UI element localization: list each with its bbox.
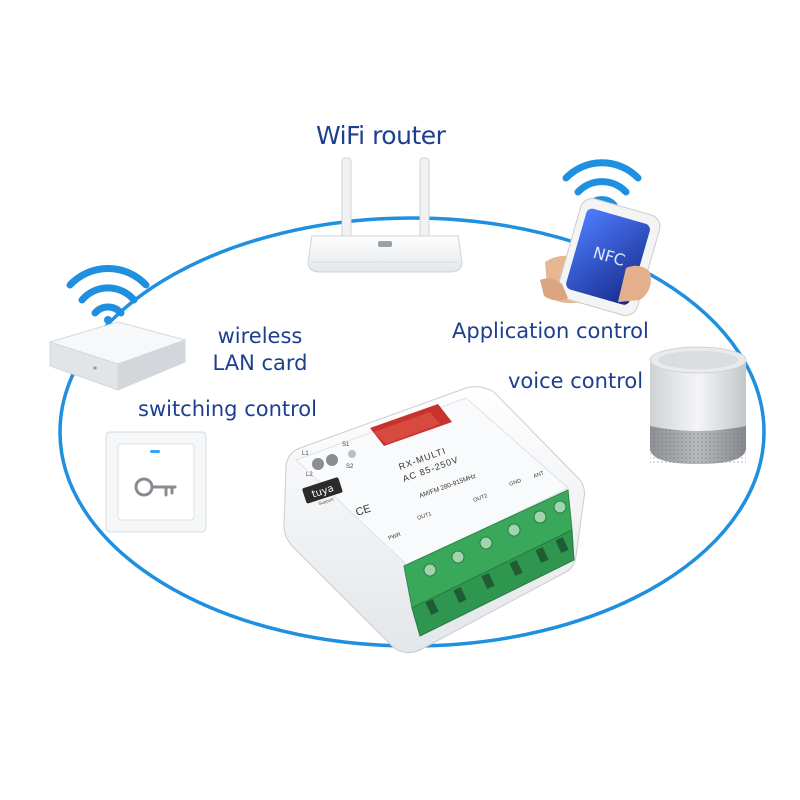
label-gnd: GND <box>509 478 523 488</box>
label-s1: S1 <box>342 442 350 448</box>
smart-speaker-icon <box>649 346 747 464</box>
wireless-hub-icon <box>48 321 187 391</box>
wireless-lan-line1: wireless <box>217 324 303 348</box>
wifi-signal-icon <box>66 265 150 324</box>
ce-mark: CE <box>354 503 372 519</box>
wifi-router-icon <box>307 157 463 273</box>
brand-sub: Support <box>318 496 335 506</box>
label-l2: L2 <box>306 472 313 478</box>
label-l1: L1 <box>302 451 309 457</box>
application-control-label: Application control <box>452 319 649 343</box>
wall-switch-icon <box>105 431 207 533</box>
label-out1: OUT1 <box>417 511 433 522</box>
label-ant: ANT <box>533 470 546 480</box>
wifi-router-label: WiFi router <box>316 121 446 150</box>
led-indicator <box>326 454 338 466</box>
label-out2: OUT2 <box>473 493 489 504</box>
relay-module: L1 S1 L2 S2 tuya Support CE RX-MULTI AC … <box>283 386 585 654</box>
switching-control-label: switching control <box>138 397 317 421</box>
pair-button <box>348 450 356 458</box>
voice-control-label: voice control <box>508 369 644 393</box>
led-indicator <box>312 458 324 470</box>
smartphone-icon: NFC <box>540 198 661 316</box>
wireless-lan-label: wireless LAN card <box>198 323 322 377</box>
label-pwr: PWR <box>388 532 402 542</box>
wireless-lan-line2: LAN card <box>212 351 308 375</box>
label-s2: S2 <box>346 464 354 470</box>
